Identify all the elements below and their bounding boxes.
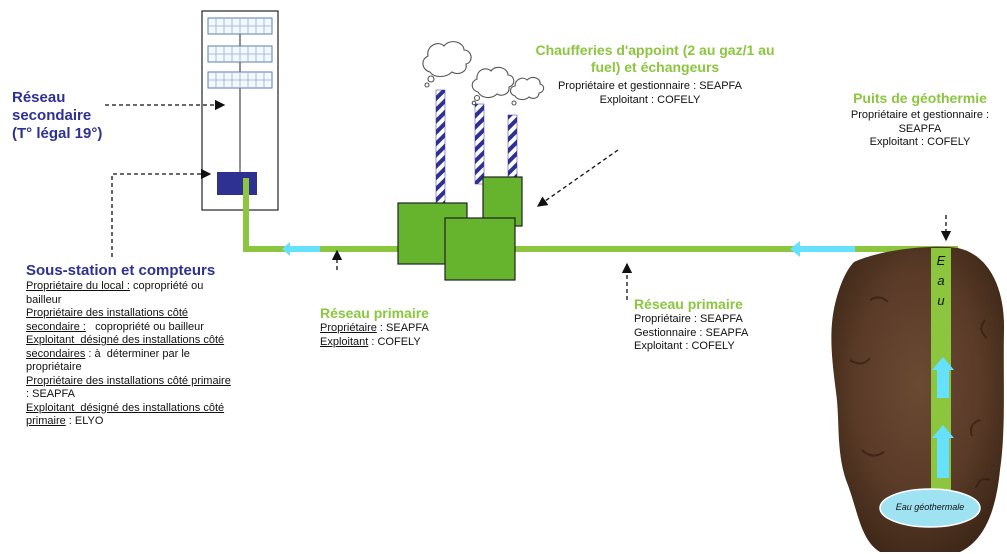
boiler-plant	[397, 41, 545, 281]
sous-station-line-1: Propriétaire du local : copropriété ou	[26, 280, 291, 294]
label-chaufferies-title-line2: fuel) et échangeurs	[590, 59, 720, 75]
sous-station-line-5: Exploitant désigné des installations côt…	[26, 334, 225, 346]
smoke-cloud-icon	[422, 41, 545, 106]
label-reseau-primaire-left-title: Réseau primaire	[320, 305, 429, 321]
label-eau-a: a	[937, 273, 945, 288]
label-reseau-secondaire: Réseau secondaire (T° légal 19°)	[12, 89, 162, 143]
label-chaufferies-owner: Propriétaire et gestionnaire : SEAPFA	[557, 80, 743, 92]
sous-station-l11-v: : ELYO	[65, 415, 104, 427]
geothermal-water-pool	[879, 488, 981, 528]
sous-station-line-11: primaire : ELYO	[26, 415, 291, 429]
radiator-bottom	[207, 71, 273, 89]
label-puits-title: Puits de géothermie	[833, 90, 1007, 107]
chimney-2	[474, 103, 485, 185]
sous-station-l1-v: copropriété ou	[129, 280, 204, 292]
label-chaufferies-exploitant: Exploitant : COFELY	[599, 93, 701, 106]
primaire-right-line-3: Exploitant : COFELY	[634, 340, 735, 352]
label-chaufferies-info: Propriétaire et gestionnaire : SEAPFA Ex…	[520, 80, 780, 107]
primaire-left-l2-v: : COFELY	[368, 335, 421, 348]
geothermal-well	[831, 246, 1005, 552]
label-sous-station: Sous-station et compteurs Propriétaire d…	[26, 262, 291, 429]
radiator-top	[207, 17, 273, 35]
label-eau-e: E	[936, 253, 946, 268]
primaire-right-line-1: Propriétaire : SEAPFA	[634, 313, 743, 325]
label-reseau-primaire-right: Réseau primaire Propriétaire : SEAPFA Ge…	[634, 296, 804, 354]
radiator-middle	[207, 45, 273, 63]
sous-station-line-10: Exploitant désigné des installations côt…	[26, 401, 225, 414]
sous-station-l1-u: Propriétaire du local :	[26, 280, 130, 292]
label-chaufferies-title-line1: Chaufferies d'appoint (2 au gaz/1 au	[535, 42, 775, 58]
sous-station-l6-u: secondaires	[26, 347, 86, 360]
sous-station-line-9: : SEAPFA	[26, 388, 75, 400]
label-reseau-secondaire-line3: (T° légal 19°)	[12, 125, 103, 142]
building	[201, 10, 279, 211]
sous-station-line-6: secondaires : à déterminer par le	[26, 348, 291, 362]
label-puits-line3: Exploitant : COFELY	[869, 136, 971, 148]
label-sous-station-title: Sous-station et compteurs	[26, 262, 216, 279]
primaire-right-line-2: Gestionnaire : SEAPFA	[634, 326, 749, 339]
sous-station-l4-u: secondaire :	[26, 320, 86, 333]
label-chaufferies-title: Chaufferies d'appoint (2 au gaz/1 au fue…	[495, 42, 815, 76]
sous-station-l11-u: primaire	[26, 415, 66, 427]
primaire-left-line-1: Propriétaire : SEAPFA	[320, 322, 490, 336]
sous-station-line-8: Propriétaire des installations côté prim…	[26, 374, 231, 387]
sous-station-l4-v: copropriété ou bailleur	[85, 320, 204, 333]
primaire-left-l2-u: Exploitant	[320, 335, 369, 348]
label-reseau-secondaire-line2: secondaire	[12, 107, 92, 124]
label-reseau-secondaire-line1: Réseau	[12, 89, 66, 106]
sous-station-line-2: bailleur	[26, 293, 62, 306]
label-reseau-primaire-left: Réseau primaire Propriétaire : SEAPFA Ex…	[320, 305, 490, 349]
primaire-left-line-2: Exploitant : COFELY	[320, 336, 490, 350]
label-puits-line1: Propriétaire et gestionnaire :	[850, 109, 990, 121]
sous-station-line-3: Propriétaire des installations côté	[26, 307, 189, 319]
dashed-pointer-arrow	[105, 99, 952, 300]
label-reseau-primaire-right-title: Réseau primaire	[634, 296, 743, 312]
label-eau: E a u	[933, 251, 949, 311]
label-eau-u: u	[937, 293, 945, 308]
label-puits-title-text: Puits de géothermie	[853, 90, 987, 106]
label-eau-geothermale-text: Eau géothermale	[895, 502, 965, 512]
label-puits-line2: SEAPFA	[898, 122, 942, 135]
primaire-left-l1-u: Propriétaire	[320, 322, 377, 334]
boiler-front	[444, 217, 516, 281]
chimney-1	[435, 89, 446, 205]
primaire-left-l1-v: : SEAPFA	[376, 322, 429, 334]
sous-station-line-4: secondaire : copropriété ou bailleur	[26, 321, 291, 335]
substation-box	[217, 172, 257, 195]
sous-station-line-7: propriétaire	[26, 361, 82, 373]
label-puits-info: Propriétaire et gestionnaire : SEAPFA Ex…	[830, 109, 1007, 150]
chimney-3	[507, 114, 518, 180]
sous-station-l6-v: : à déterminer par le	[85, 347, 190, 360]
flow-arrow-icon	[282, 241, 954, 478]
label-eau-geothermale: Eau géothermale	[880, 502, 980, 512]
